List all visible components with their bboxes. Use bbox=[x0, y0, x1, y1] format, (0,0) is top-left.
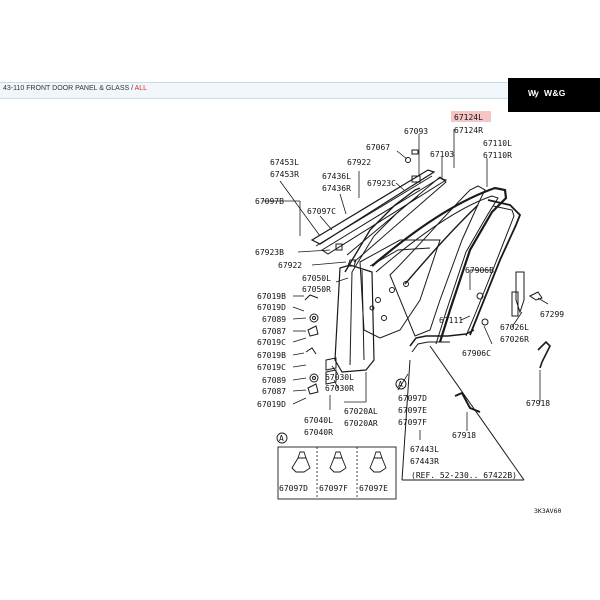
label-67019C-2[interactable]: 67019C bbox=[257, 363, 286, 372]
label-67019D-1[interactable]: 67019D bbox=[257, 303, 286, 312]
label-67111[interactable]: 67111 bbox=[439, 316, 463, 325]
breadcrumb-title: 43-110 FRONT DOOR PANEL & GLASS bbox=[3, 85, 130, 92]
label-67087-2[interactable]: 67087 bbox=[262, 387, 286, 396]
label-67089-1[interactable]: 67089 bbox=[262, 315, 286, 324]
label-67453L[interactable]: 67453L bbox=[270, 158, 299, 167]
label-67436L[interactable]: 67436L bbox=[322, 172, 351, 181]
label-67093[interactable]: 67093 bbox=[404, 127, 428, 136]
label-67030L[interactable]: 67030L bbox=[325, 373, 354, 382]
label-67089-2[interactable]: 67089 bbox=[262, 376, 286, 385]
label-67019B-2[interactable]: 67019B bbox=[257, 351, 286, 360]
logo-text: W&G bbox=[544, 88, 566, 98]
label-67436R[interactable]: 67436R bbox=[322, 184, 351, 193]
label-67097F[interactable]: 67097F bbox=[398, 418, 427, 427]
label-67110L[interactable]: 67110L bbox=[483, 139, 512, 148]
label-67922-top[interactable]: 67922 bbox=[347, 158, 371, 167]
part-labels: 67124L 67124R 67093 67110L 67110R 67067 … bbox=[255, 113, 564, 515]
label-67453R[interactable]: 67453R bbox=[270, 170, 299, 179]
label-67097B[interactable]: 67097B bbox=[255, 197, 284, 206]
label-67067[interactable]: 67067 bbox=[366, 143, 390, 152]
inset-label-67097F[interactable]: 67097F bbox=[319, 484, 348, 493]
brand-logo: Wy W&G bbox=[508, 78, 600, 112]
label-67040R[interactable]: 67040R bbox=[304, 428, 333, 437]
label-67443L[interactable]: 67443L bbox=[410, 445, 439, 454]
inset-box bbox=[276, 432, 397, 500]
label-67918-right[interactable]: 67918 bbox=[526, 399, 550, 408]
label-67906B[interactable]: 67906B bbox=[465, 266, 494, 275]
label-67050L[interactable]: 67050L bbox=[302, 274, 331, 283]
label-67050R[interactable]: 67050R bbox=[302, 285, 331, 294]
label-67020AR[interactable]: 67020AR bbox=[344, 419, 378, 428]
label-67922-mid[interactable]: 67922 bbox=[278, 261, 302, 270]
header-bar: 43-110 FRONT DOOR PANEL & GLASS / ALL bbox=[0, 82, 600, 99]
label-67124R[interactable]: 67124R bbox=[454, 126, 483, 135]
callout-a: A bbox=[398, 380, 403, 389]
label-67299[interactable]: 67299 bbox=[540, 310, 564, 319]
label-67923B[interactable]: 67923B bbox=[255, 248, 284, 257]
label-67026L[interactable]: 67026L bbox=[500, 323, 529, 332]
label-67923C[interactable]: 67923C bbox=[367, 179, 396, 188]
inset-callout-a: A bbox=[279, 434, 284, 443]
logo-mark-icon: Wy bbox=[528, 89, 539, 98]
door-drawing bbox=[304, 149, 551, 481]
breadcrumb: 43-110 FRONT DOOR PANEL & GLASS / ALL bbox=[3, 85, 147, 92]
highlight-67124L bbox=[451, 111, 491, 122]
label-67019C-1[interactable]: 67019C bbox=[257, 338, 286, 347]
label-67443R[interactable]: 67443R bbox=[410, 457, 439, 466]
leader-lines bbox=[263, 129, 549, 440]
label-67124L[interactable]: 67124L bbox=[454, 113, 483, 122]
label-67097E[interactable]: 67097E bbox=[398, 406, 427, 415]
label-67097C[interactable]: 67097C bbox=[307, 207, 336, 216]
label-67019B-1[interactable]: 67019B bbox=[257, 292, 286, 301]
label-67087-1[interactable]: 67087 bbox=[262, 327, 286, 336]
label-67019D-2[interactable]: 67019D bbox=[257, 400, 286, 409]
diagram-code: 3K3AV60 bbox=[534, 507, 561, 515]
all-link[interactable]: ALL bbox=[134, 85, 148, 92]
label-67906C[interactable]: 67906C bbox=[462, 349, 491, 358]
label-67097D[interactable]: 67097D bbox=[398, 394, 427, 403]
label-67030R[interactable]: 67030R bbox=[325, 384, 354, 393]
ref-note: (REF. 52-230.. 67422B) bbox=[411, 471, 517, 480]
label-67110R[interactable]: 67110R bbox=[483, 151, 512, 160]
label-67020AL[interactable]: 67020AL bbox=[344, 407, 378, 416]
inset-label-67097E[interactable]: 67097E bbox=[359, 484, 388, 493]
label-67040L[interactable]: 67040L bbox=[304, 416, 333, 425]
breadcrumb-separator: / bbox=[129, 85, 135, 92]
label-67918-bottom[interactable]: 67918 bbox=[452, 431, 476, 440]
inset-label-67097D[interactable]: 67097D bbox=[279, 484, 308, 493]
label-67103[interactable]: 67103 bbox=[430, 150, 454, 159]
label-67026R[interactable]: 67026R bbox=[500, 335, 529, 344]
